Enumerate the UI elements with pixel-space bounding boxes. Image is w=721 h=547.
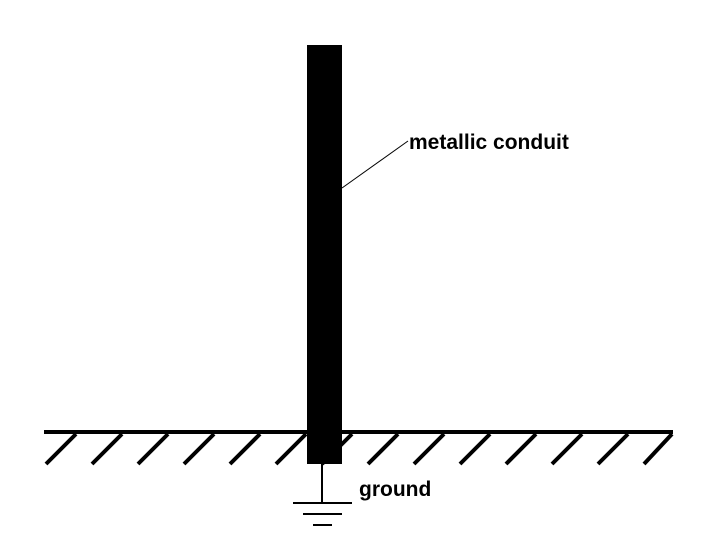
- hatch-mark: [228, 432, 262, 466]
- ground-label: ground: [359, 478, 431, 501]
- hatch-mark: [642, 432, 674, 466]
- hatch-mark: [274, 432, 308, 466]
- hatch-mark: [44, 432, 78, 466]
- hatch-mark: [366, 432, 400, 466]
- ground-symbol: [293, 464, 352, 526]
- hatch-mark: [504, 432, 538, 466]
- hatch-mark: [136, 432, 170, 466]
- hatch-mark: [412, 432, 446, 466]
- conduit-leader-line: [341, 140, 409, 189]
- conduit-label: metallic conduit: [409, 131, 569, 154]
- hatch-mark: [458, 432, 492, 466]
- ground-hatching: [44, 432, 674, 466]
- hatch-mark: [596, 432, 630, 466]
- hatch-mark: [182, 432, 216, 466]
- metallic-conduit: [307, 45, 342, 464]
- hatch-mark: [90, 432, 124, 466]
- hatch-mark: [550, 432, 584, 466]
